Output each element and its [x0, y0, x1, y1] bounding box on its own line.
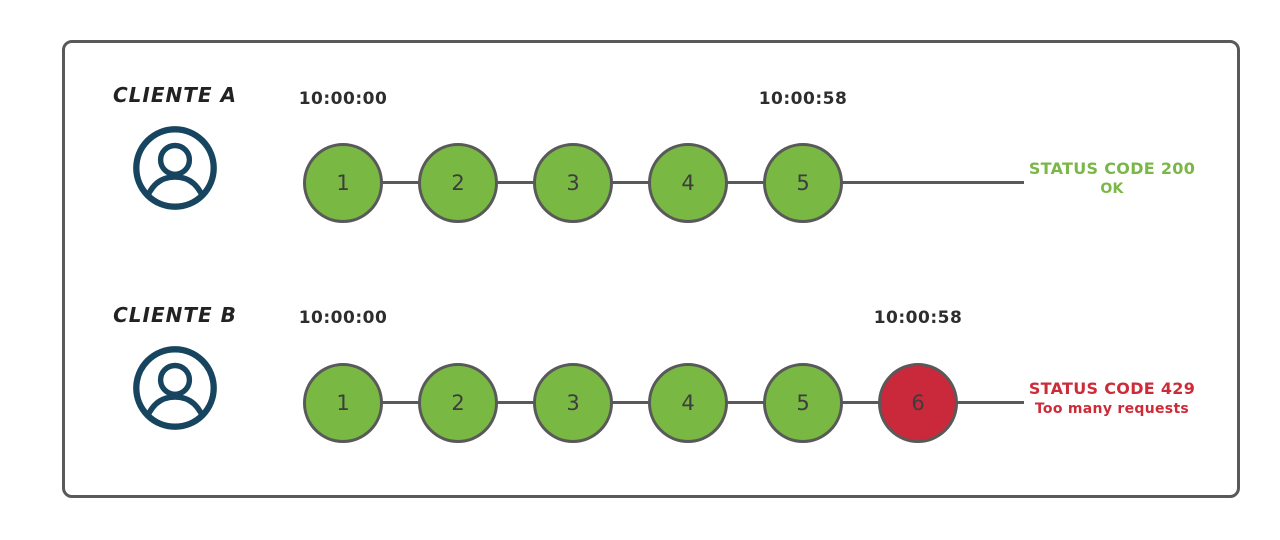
diagram-frame: CLIENTE A 10:00:00 10:00:58 1 2 3 4 5 ST… — [62, 40, 1240, 498]
request-circle: 2 — [418, 363, 498, 443]
request-circle: 1 — [303, 143, 383, 223]
user-icon — [133, 126, 217, 210]
timestamp-start-a: 10:00:00 — [298, 89, 388, 109]
timestamp-end-a: 10:00:58 — [758, 89, 848, 109]
client-a-label: CLIENTE A — [112, 83, 237, 107]
status-text-a: STATUS CODE 200 OK — [997, 158, 1227, 198]
request-circle: 3 — [533, 363, 613, 443]
timestamp-start-b: 10:00:00 — [298, 308, 388, 328]
status-text-b: STATUS CODE 429 Too many requests — [997, 378, 1227, 418]
request-circle: 3 — [533, 143, 613, 223]
request-circle: 4 — [648, 363, 728, 443]
status-code-a: STATUS CODE 200 — [1028, 159, 1196, 178]
request-circle: 4 — [648, 143, 728, 223]
timestamp-end-b: 10:00:58 — [873, 308, 963, 328]
user-icon — [133, 346, 217, 430]
request-circle: 1 — [303, 363, 383, 443]
status-code-b: STATUS CODE 429 — [1028, 379, 1196, 398]
request-circle: 2 — [418, 143, 498, 223]
client-a-column: CLIENTE A — [95, 83, 255, 213]
request-circle-blocked: 6 — [878, 363, 958, 443]
client-b-column: CLIENTE B — [95, 303, 255, 433]
status-message-a: OK — [1100, 180, 1124, 197]
request-circle: 5 — [763, 143, 843, 223]
status-message-b: Too many requests — [1034, 400, 1190, 417]
client-b-label: CLIENTE B — [113, 303, 237, 327]
request-circle: 5 — [763, 363, 843, 443]
